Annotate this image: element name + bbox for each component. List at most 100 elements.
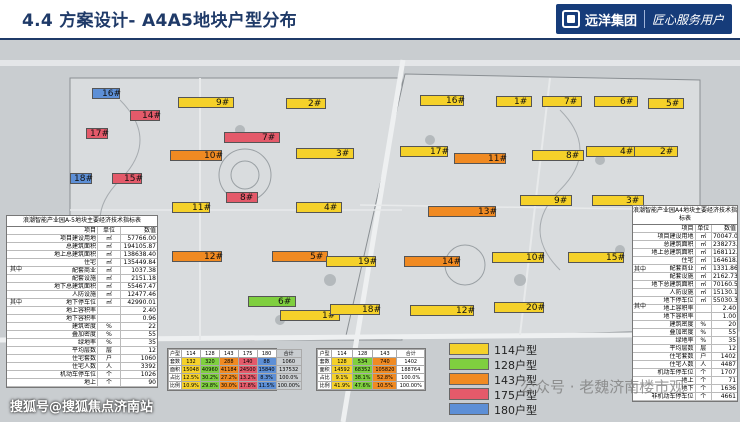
brand-slogan: 匠心服务用户 [651,12,724,27]
building-block [494,302,544,313]
table-cell: 1331.86 [710,265,738,272]
table-cell: 绿地率 [78,339,97,346]
building-block [428,206,496,217]
table-cell: 70047.00 [710,233,737,240]
table-cell: 层 [694,345,711,352]
table-cell: 168112.80 [710,249,737,256]
table-cell: 288 [218,357,239,366]
table-cell: 个 [694,385,711,392]
building-block [296,148,354,159]
table-cell: 138638.40 [119,251,157,258]
table-cell: 12477.46 [119,291,157,298]
side-label-right: 其中 [634,266,647,273]
table-cell [694,313,711,320]
table-cell: 建筑密度 [669,321,694,328]
table-cell: 地下总建筑面积 [651,281,694,288]
table-cell: 740 [372,357,398,366]
table-cell: 住宅 [84,259,97,266]
building-label: 17# [90,129,109,139]
building-label: 8# [240,193,254,203]
table-cell: 地下停车位 [66,299,97,306]
building-label: 5# [666,99,680,109]
legend-swatch [449,373,489,385]
building-block [420,95,464,106]
table-cell: 机动车停车位 [60,371,97,378]
table-cell: 1402 [710,353,737,360]
building-label: 10# [526,253,545,263]
building-label: 4# [324,203,338,213]
table-cell: 叠加密度 [669,329,694,336]
building-label: 4# [620,147,634,157]
table-cell: 143 [218,349,239,358]
table-cell: 地上总建筑面积 [651,249,694,256]
brand-mark-icon [561,10,580,28]
building-label: 14# [142,111,161,121]
building-block [410,305,474,316]
table-cell: 地下 [681,385,694,392]
table-cell: 100.00% [396,381,425,390]
table-cell: % [97,331,120,338]
table-cell: ㎡ [97,299,120,306]
table-cell: 单位 [694,225,711,232]
table-cell: % [694,337,711,344]
table-cell: 10.9% [181,381,201,390]
table-cell: 非机动车停车位 [651,393,694,400]
table-cell: 30.0% [218,381,239,390]
side-label-left: 其中 [10,266,23,273]
legend-swatch [449,388,489,400]
building-block [496,96,532,107]
building-block [404,256,460,267]
table-cell: 105820 [372,365,398,374]
table-cell: 地上容积率 [663,305,694,312]
table-cell: 55467.47 [119,283,157,290]
table-cell: 100.0% [275,373,302,382]
table-left-title: 浪潮智能产业园A-5地块主要经济技术指标表 [7,216,157,227]
table-cell: 1037.38 [119,267,157,274]
building-block [178,97,234,108]
table-row: 绿地率%35 [7,339,157,347]
building-block [92,88,120,99]
building-block [248,296,296,307]
table-cell: 0.96 [119,315,157,322]
table-cell: 比例 [167,381,183,390]
table-cell: 11.5% [256,381,277,390]
building-block [454,153,506,164]
table-cell: 项目 [681,225,694,232]
building-block [542,96,582,107]
header-rule [0,38,740,40]
side-label-left-2: 其中 [10,299,23,306]
table-cell: 总建筑面积 [663,241,694,248]
table-cell: % [97,339,120,346]
table-cell: 住宅套数 [669,353,694,360]
table-cell: 1026 [119,371,157,378]
table-cell: ㎡ [694,297,711,304]
building-label: 16# [102,89,121,99]
site-plan: 16#14#9#2#17#7#10#3#18#15#8#11#4#12#5#6#… [0,40,740,422]
brand-name: 远洋集团 [584,13,637,29]
table-cell: ㎡ [694,281,711,288]
table-cell: ㎡ [97,275,120,282]
table-cell: 20 [710,321,737,328]
building-label: 7# [564,97,578,107]
page-title: 4.4 方案设计- A4A5地块户型分布 [22,11,297,31]
table-cell: 数值 [119,227,157,234]
table-row: 叠加密度%55 [633,329,737,337]
table-cell: 个 [694,369,711,376]
building-label: 10# [204,151,223,161]
